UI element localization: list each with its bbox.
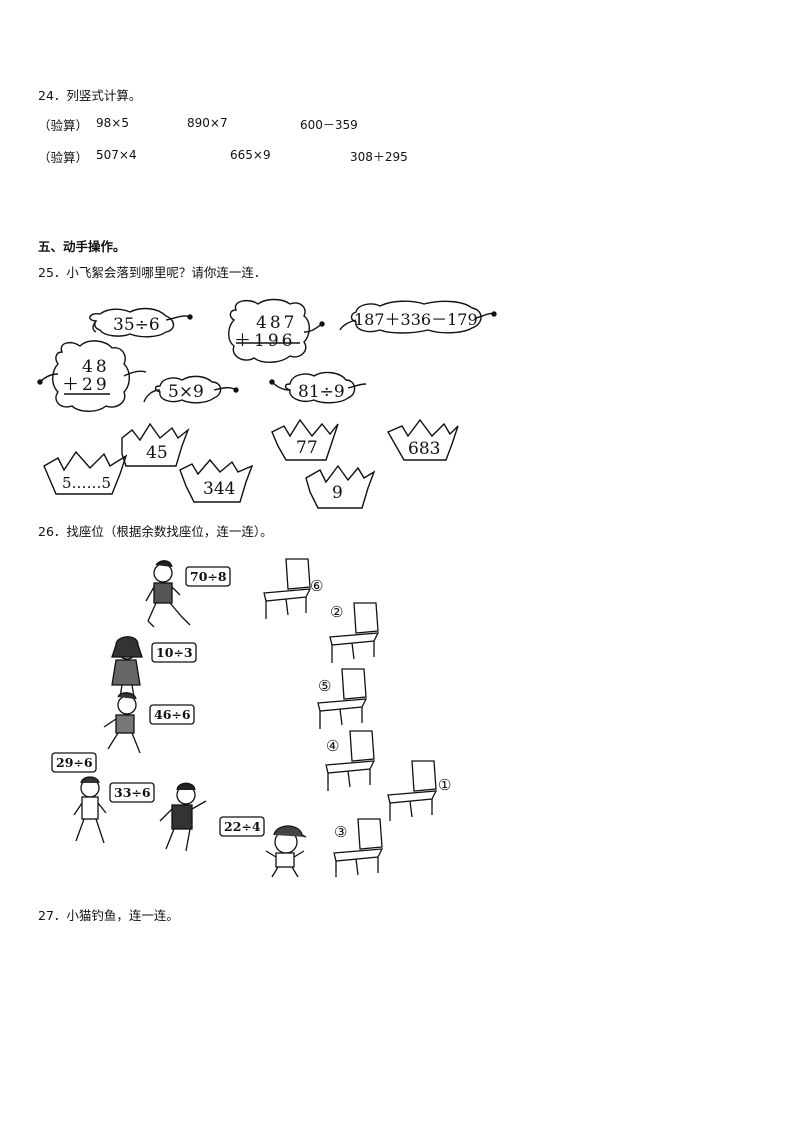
grass-5dots5-label: 5……5 xyxy=(62,474,111,492)
kid-4-card xyxy=(51,752,97,773)
chair-4 xyxy=(325,730,376,791)
seed-487plus196 xyxy=(228,298,325,363)
q24-row1-label: （验算） xyxy=(38,118,89,133)
q24-expr-507x4: 507×4 xyxy=(96,148,137,162)
q24-expr-665x9: 665×9 xyxy=(230,148,271,162)
chair-6 xyxy=(263,558,312,619)
chair-3 xyxy=(333,818,384,877)
kid-1-card xyxy=(185,566,231,587)
kid-2-card xyxy=(151,642,197,663)
grass-344-label: 344 xyxy=(203,479,235,499)
kid-1 xyxy=(145,560,191,628)
grass-45-label: 45 xyxy=(146,443,168,463)
seed-81div9-label: 81÷9 xyxy=(298,382,345,402)
grass-683 xyxy=(387,418,459,461)
seed-187-label: 187＋336－179 xyxy=(354,310,478,329)
kid-3 xyxy=(103,692,141,754)
grass-9 xyxy=(305,464,376,509)
seat-5-number: ⑤ xyxy=(318,677,331,695)
chair-2 xyxy=(329,602,380,663)
q24-expr-98x5: 98×5 xyxy=(96,116,129,130)
seat-4-number: ④ xyxy=(326,737,339,755)
grass-683-label: 683 xyxy=(408,439,440,459)
chair-1 xyxy=(387,760,438,821)
kid-3-card xyxy=(149,704,195,725)
kid-5-expr: 33÷6 xyxy=(114,785,151,800)
grass-77 xyxy=(271,418,339,461)
grass-5dots5 xyxy=(43,450,128,495)
q24-expr-890x7: 890×7 xyxy=(187,116,228,130)
seat-1-number: ① xyxy=(438,776,451,794)
seed-48plus29 xyxy=(37,340,147,412)
seed-196-line2: ＋196 xyxy=(234,331,295,351)
q26-figure: 70÷8 10÷3 46÷6 29÷6 33÷6 22÷4 ⑥ ② ⑤ ④ ① … xyxy=(51,558,451,878)
kid-3-expr: 46÷6 xyxy=(154,707,191,722)
seat-3-number: ③ xyxy=(334,823,347,841)
q24-row2-label: （验算） xyxy=(38,150,89,165)
kid-6-card xyxy=(219,816,265,837)
grass-344 xyxy=(179,458,254,503)
kid-4-expr: 29÷6 xyxy=(56,755,93,770)
seed-5x9-label: 5×9 xyxy=(168,382,204,402)
q26-title: 26．找座位（根据余数找座位，连一连）。 xyxy=(38,524,273,539)
grass-45 xyxy=(121,422,190,467)
q27-title: 27．小猫钓鱼，连一连。 xyxy=(38,908,179,923)
kid-1-expr: 70÷8 xyxy=(190,569,227,584)
seed-5x9 xyxy=(143,375,239,404)
q24-title: 24．列竖式计算。 xyxy=(38,88,142,103)
chair-5 xyxy=(317,668,368,729)
seed-187plus336minus179 xyxy=(339,300,497,334)
seed-487-line1: 487 xyxy=(256,313,297,333)
q25-title: 25．小飞絮会落到哪里呢？请你连一连． xyxy=(38,265,267,280)
q24-expr-600-359: 600－359 xyxy=(300,118,358,132)
seed-35div6-label: 35÷6 xyxy=(113,315,160,335)
seed-48-line1: 48 xyxy=(82,357,110,377)
kid-5-card xyxy=(109,782,155,803)
kid-5 xyxy=(159,782,207,852)
kid-6 xyxy=(265,825,307,878)
q24-expr-308+295: 308＋295 xyxy=(350,150,408,164)
grass-9-label: 9 xyxy=(332,483,343,503)
kid-2-expr: 10÷3 xyxy=(156,645,193,660)
grass-77-label: 77 xyxy=(296,438,318,458)
seed-29-line2: ＋29 xyxy=(62,375,110,395)
seat-6-number: ⑥ xyxy=(310,577,323,595)
seed-35div6 xyxy=(89,307,193,338)
kid-6-expr: 22÷4 xyxy=(224,819,261,834)
kid-2 xyxy=(111,636,143,698)
section-5-heading: 五、动手操作。 xyxy=(38,239,126,254)
q25-figure: 35÷6 487 ＋196 187＋336－179 48 ＋29 5×9 81÷… xyxy=(37,298,497,509)
seat-2-number: ② xyxy=(330,603,343,621)
seed-81div9 xyxy=(269,371,367,404)
kid-4 xyxy=(73,776,107,844)
